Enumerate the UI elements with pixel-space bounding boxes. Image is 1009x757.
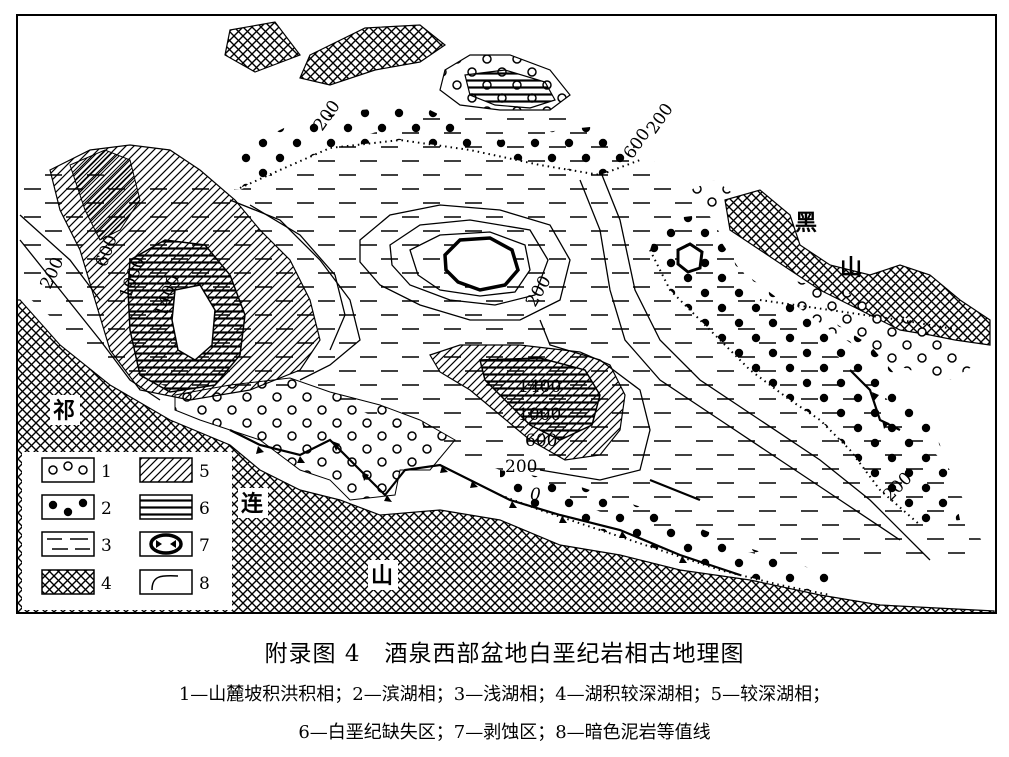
legend: 1 2 3 4 5 6 7 8: [22, 452, 232, 610]
legend-num-5: 5: [199, 462, 210, 482]
missing-zone-south-inner: [479, 357, 601, 441]
missing-zone-top: [464, 69, 556, 109]
fan-circles-right: [690, 180, 735, 210]
legend-num-3: 3: [101, 536, 112, 556]
contour-label: 1000: [518, 405, 561, 425]
hatch-top-center: [299, 24, 447, 86]
hatch-bottom: [16, 299, 995, 614]
place-label-shan-right: 山: [840, 255, 862, 281]
shallow-lake-zone: [20, 108, 990, 560]
erosion-right: [676, 242, 704, 274]
beach-bottom: [500, 470, 850, 595]
place-label-hei: 黑: [795, 210, 817, 236]
fault-lines: [229, 369, 901, 577]
legend-num-1: 1: [101, 462, 112, 482]
legend-swatch-5: [139, 457, 193, 483]
hatch-top-left: [224, 21, 301, 73]
contour-label: 200: [505, 457, 537, 477]
legend-num-8: 8: [199, 574, 210, 594]
beach-right: [650, 215, 960, 525]
place-label-lian: 连: [241, 491, 264, 517]
legend-swatch-3: [41, 531, 95, 557]
hatch-right: [724, 189, 991, 346]
facies-zones: [16, 21, 995, 614]
legend-caption-line2: 6—白垩纪缺失区；7—剥蚀区；8—暗色泥岩等值线: [298, 722, 711, 743]
place-label-shan-bottom: 山: [371, 563, 393, 589]
contour-lines: [19, 169, 931, 561]
place-names: 祁 连 山 黑 山: [50, 210, 862, 590]
legend-caption-line1: 1—山麓坡积洪积相；2—滨湖相；3—浅湖相；4—湖积较深湖相；5—较深湖相；: [178, 684, 831, 705]
legend-num-2: 2: [101, 499, 112, 519]
contour-label: 1400: [518, 377, 561, 397]
legend-num-6: 6: [199, 499, 210, 519]
erosion-center: [443, 236, 520, 292]
paleogeography-map: 200 200 600 200 600 1000 1400 200 1400 1…: [16, 14, 997, 614]
legend-swatch-4: [41, 569, 95, 595]
contour-label: 0: [530, 485, 541, 505]
deep-lake-west-dense: [69, 149, 141, 241]
legend-swatch-6: [139, 494, 193, 520]
legend-num-4: 4: [101, 574, 112, 594]
dotted-boundaries: [239, 138, 961, 596]
figure-title: 附录图 4 酒泉西部盆地白垩纪岩相古地理图: [264, 641, 745, 667]
legend-swatch-8: [139, 569, 193, 595]
legend-num-7: 7: [199, 536, 210, 556]
beach-top: [240, 105, 640, 188]
fan-circles-right2: [790, 280, 975, 380]
inner-lens-west: [171, 284, 216, 361]
contour-label: 600: [525, 431, 557, 451]
place-label-qi: 祁: [53, 398, 75, 424]
